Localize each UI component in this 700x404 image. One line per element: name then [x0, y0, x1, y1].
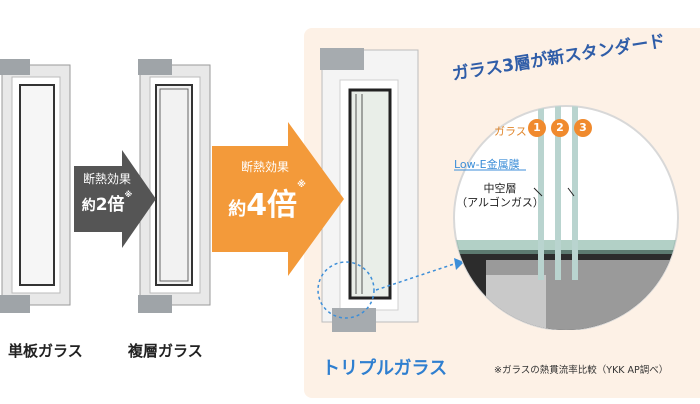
- gray-arrow-prefix: 約: [81, 198, 96, 214]
- gray-arrow-line1: 断熱効果: [82, 172, 131, 186]
- glass-number-2: 2: [551, 119, 569, 137]
- label-single-glass: 単板ガラス: [8, 342, 83, 360]
- label-triple-glass: トリプルガラス: [322, 358, 448, 379]
- glass-label: ガラス: [494, 125, 527, 138]
- orange-arrow-prefix: 約: [228, 199, 247, 220]
- orange-arrow-mark: ※: [297, 180, 306, 190]
- glass-number-3: 3: [574, 119, 592, 137]
- gray-arrow-mark: ※: [124, 190, 133, 199]
- gray-arrow-shape: [74, 150, 156, 248]
- triple-glass-window-image: [320, 48, 419, 332]
- single-glass-window-image: [0, 59, 71, 313]
- mid-layer-line1: 中空層: [483, 182, 517, 195]
- footnote: ※ガラスの熱貫流率比較（YKK AP調べ）: [494, 365, 669, 376]
- double-glass-window-image: [138, 59, 211, 313]
- lowe-label: Low-E金属膜: [454, 158, 520, 171]
- gray-arrow-value: 約2倍※: [74, 190, 140, 215]
- label-double-glass: 複層ガラス: [128, 342, 203, 360]
- zoom-circle-image: [453, 105, 679, 330]
- orange-arrow-value: 約4倍※: [212, 180, 322, 224]
- orange-arrow-shape: [212, 122, 344, 276]
- glass-number-1: 1: [528, 119, 546, 137]
- orange-arrow-line1: 断熱効果: [240, 160, 289, 174]
- gray-arrow-number: 2倍: [95, 195, 125, 215]
- mid-layer-line2: （アルゴンガス）: [456, 196, 544, 209]
- zoom-connector: [317, 258, 464, 319]
- mid-layer-label: 中空層 （アルゴンガス）: [452, 182, 548, 210]
- orange-arrow-number: 4倍: [246, 188, 298, 223]
